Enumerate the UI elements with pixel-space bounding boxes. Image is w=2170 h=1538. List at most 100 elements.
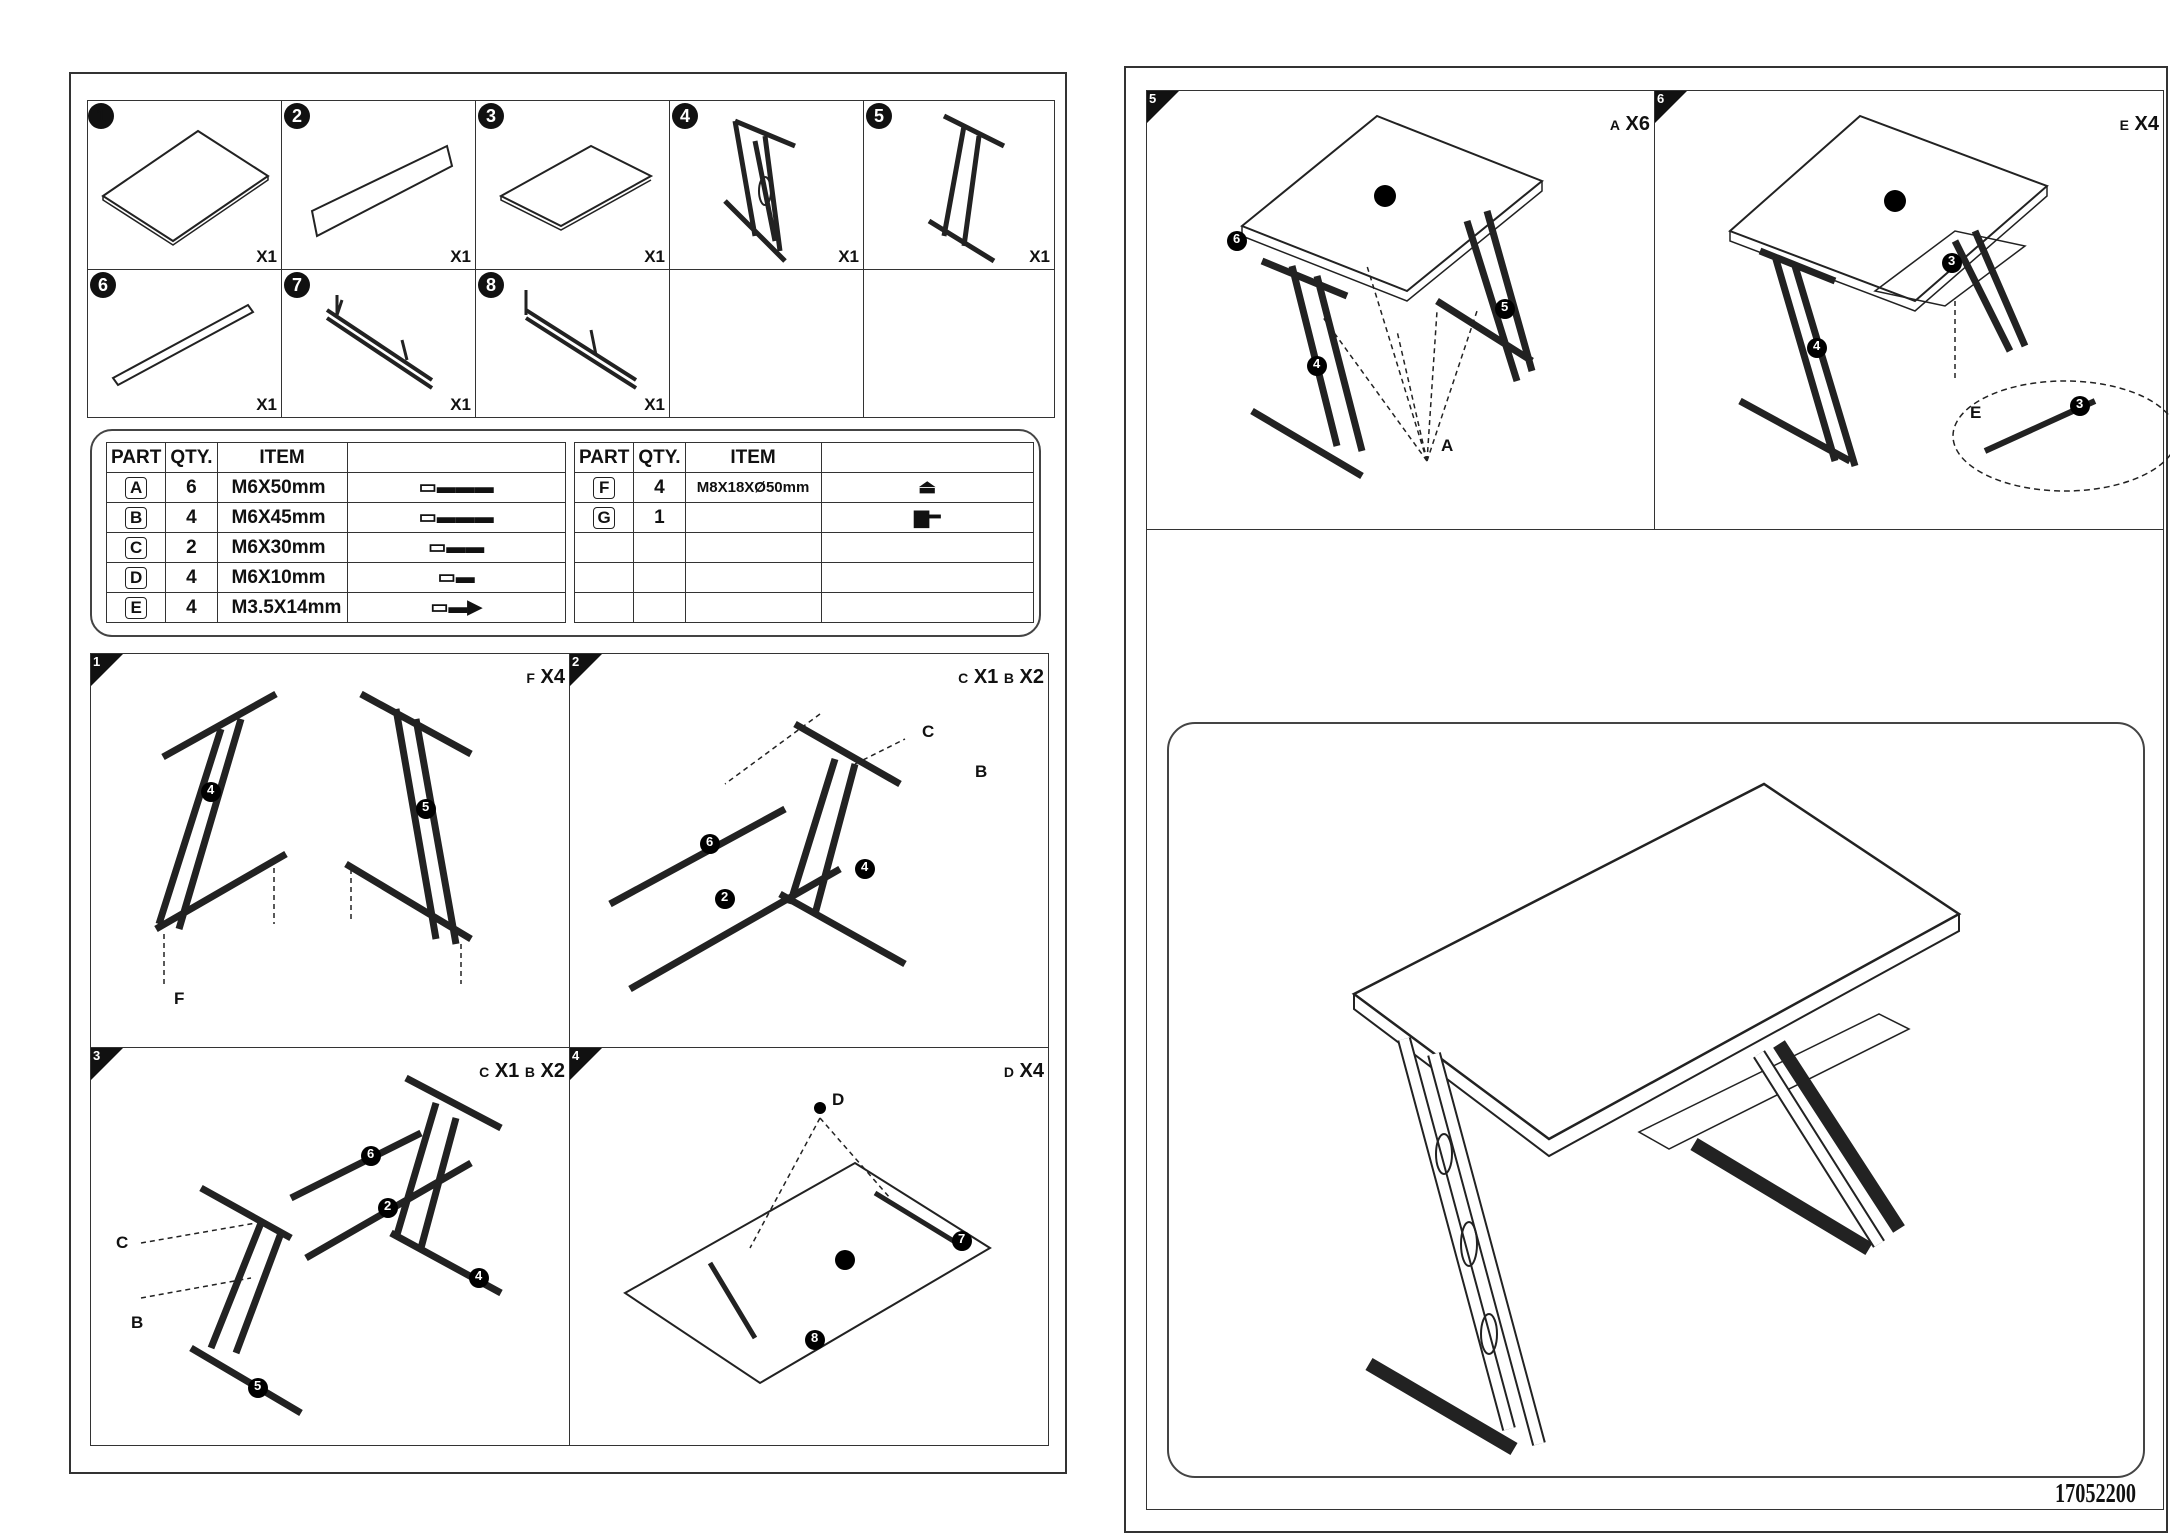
table-row <box>573 592 1035 623</box>
step-number-tag: 1 <box>91 654 123 686</box>
item: M6X10mm <box>216 562 348 593</box>
label: 4 <box>475 1268 483 1283</box>
step-number-tag: 5 <box>1147 91 1179 123</box>
part-cell-empty <box>863 269 1055 418</box>
left-page-frame <box>69 72 1067 1474</box>
step-number-tag: 2 <box>570 654 602 686</box>
step-3-panel: 3 C X1 B X2 6 2 5 4 C B <box>90 1047 570 1446</box>
step-number: 2 <box>572 654 580 669</box>
desktop-panel-drawing <box>101 129 270 246</box>
right-page-frame <box>1124 66 2168 1533</box>
right-z-frame-drawing <box>927 113 1006 264</box>
qty: 4 <box>165 502 218 533</box>
step-number: 3 <box>93 1048 101 1063</box>
part-letter: B <box>125 506 148 529</box>
hardware-callout: E X4 <box>2120 113 2159 136</box>
assembled-desk-drawing <box>1351 782 1962 1456</box>
step-number-tag: 6 <box>1655 91 1687 123</box>
label: B <box>131 1313 144 1332</box>
label: 6 <box>1233 231 1241 246</box>
hardware-letter: C <box>479 1064 490 1080</box>
label: 5 <box>422 799 430 814</box>
part-number: 2 <box>284 103 310 129</box>
part-qty: X1 <box>450 247 471 266</box>
qty: 2 <box>165 532 218 563</box>
part-number: 6 <box>90 272 116 298</box>
item: M3.5X14mm <box>216 592 348 623</box>
label: B <box>975 762 988 781</box>
step-number-tag: 4 <box>570 1048 602 1080</box>
label: C <box>922 722 935 741</box>
hardware-letter: B <box>1003 670 1014 686</box>
part-letter: G <box>593 506 616 529</box>
part-number: 1 <box>88 103 114 129</box>
crossbar-drawing <box>111 303 255 387</box>
bolt-icon: ▭▬▬▬ <box>346 502 567 533</box>
header-part: PART <box>573 442 635 473</box>
qty: 6 <box>165 472 218 503</box>
hardware-qty: X6 <box>1625 113 1650 135</box>
header-qty: QTY. <box>165 442 218 473</box>
label: 2 <box>384 1198 392 1213</box>
item: M8X18XØ50mm <box>684 472 822 503</box>
slide-rail-drawing <box>325 295 434 390</box>
step-6-drawing <box>1728 114 2170 492</box>
part-qty: X1 <box>450 395 471 414</box>
header-item: ITEM <box>684 442 822 473</box>
part-cell-7: 7 X1 <box>281 269 476 418</box>
step-1-panel: 1 F X4 4 5 F <box>90 653 570 1048</box>
hardware-callout: D X4 <box>1004 1060 1044 1083</box>
step-5-panel: 5 A X6 6 5 4 A <box>1146 90 1655 530</box>
label: 8 <box>811 1330 819 1345</box>
label: 3 <box>1948 253 1956 268</box>
part-qty: X1 <box>644 247 665 266</box>
hardware-callout: A X6 <box>1610 113 1650 136</box>
part-cell-6: 6 X1 <box>87 269 282 418</box>
hardware-letter: C <box>958 670 969 686</box>
part-letter: F <box>593 476 616 499</box>
part-cell-5: 5 X1 <box>863 100 1055 270</box>
label: 5 <box>254 1378 262 1393</box>
step-1-drawing <box>154 690 473 984</box>
part-number: 3 <box>478 103 504 129</box>
header-image <box>346 442 567 473</box>
label: 7 <box>958 1231 966 1246</box>
label: 6 <box>367 1146 375 1161</box>
item: M6X50mm <box>216 472 348 503</box>
hardware-letter: F <box>526 670 535 686</box>
part-number: 8 <box>478 272 504 298</box>
table-row <box>573 532 1035 563</box>
hardware-callout: C X1 B X2 <box>958 666 1044 689</box>
label: 4 <box>861 859 869 874</box>
parts-grid: 1 X1 2 X1 3 X1 4 X1 5 X1 6 X1 7 X1 8 X1 <box>87 100 1055 418</box>
part-letter: A <box>125 476 148 499</box>
hardware-qty: X4 <box>1019 1060 1044 1082</box>
step-number: 5 <box>1149 91 1157 106</box>
qty: 4 <box>165 592 218 623</box>
step-number-tag: 3 <box>91 1048 123 1080</box>
hardware-table-box <box>90 429 1041 637</box>
step-4-drawing <box>623 1102 992 1385</box>
bolt-icon: ▭▬▬ <box>346 532 567 563</box>
item: M6X45mm <box>216 502 348 533</box>
part-number: 5 <box>866 103 892 129</box>
step-2-drawing <box>608 713 907 993</box>
screw-icon: ▭▬▶ <box>346 592 567 623</box>
hardware-callout: F X4 <box>526 666 565 689</box>
step-number: 1 <box>93 654 101 669</box>
part-number: 7 <box>284 272 310 298</box>
label: 4 <box>1313 356 1321 371</box>
part-letter: D <box>125 566 148 589</box>
label: F <box>174 989 185 1008</box>
part-qty: X1 <box>838 247 859 266</box>
part-cell-8: 8 X1 <box>475 269 670 418</box>
label: 4 <box>1813 338 1821 353</box>
part-letter: E <box>125 596 148 619</box>
